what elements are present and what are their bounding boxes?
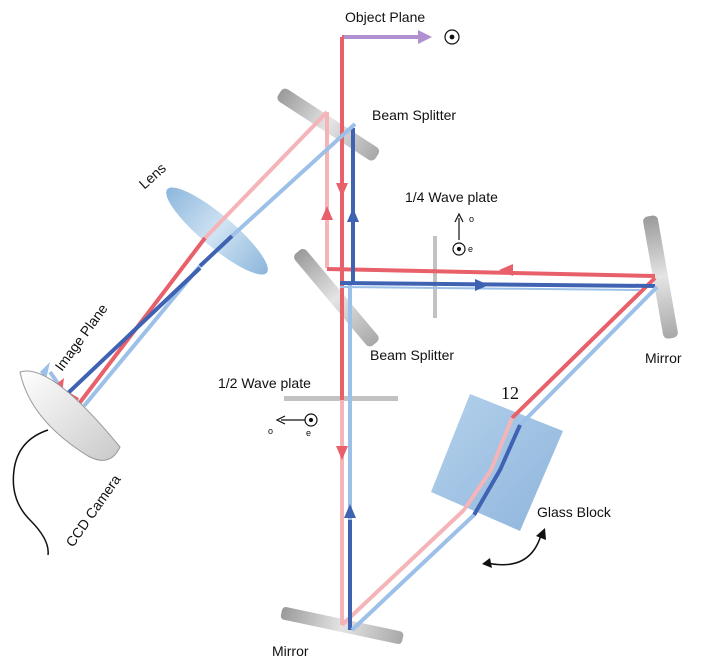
red-arrow-left xyxy=(499,264,513,276)
half-wave-axes xyxy=(275,413,318,427)
red-beam-through-block xyxy=(462,417,514,512)
red-beam-horizontal xyxy=(326,267,656,278)
beam-splitter-middle xyxy=(294,248,379,347)
blue-beam-return xyxy=(339,286,641,291)
label-beam-splitter-middle: Beam Splitter xyxy=(370,347,454,363)
rotation-arrow-icon xyxy=(486,534,542,566)
rotation-arrowhead-left xyxy=(482,558,492,568)
glass-block xyxy=(431,394,563,531)
rotation-arrowhead-right xyxy=(536,528,546,540)
e-axis-circle-icon xyxy=(304,413,318,427)
label-quarter-wave-plate: 1/4 Wave plate xyxy=(405,189,498,205)
object-plane-arrowhead xyxy=(418,30,432,44)
blue-beam-to-camera-dark xyxy=(64,266,202,397)
object-plane-axis xyxy=(444,29,460,45)
label-half-axis-e: e xyxy=(306,428,311,438)
blue-arrow-up-upper xyxy=(347,208,359,222)
red-arrow-down-upper xyxy=(336,183,348,197)
label-mirror-right: Mirror xyxy=(645,350,682,366)
label-quarter-axis-e: e xyxy=(468,244,473,254)
label-half-axis-o: o xyxy=(268,426,273,436)
e-axis-circle-icon xyxy=(452,242,466,256)
red-beam-to-lens xyxy=(203,110,329,240)
blue-beam-to-lens xyxy=(230,122,357,238)
beam-paths xyxy=(48,35,659,632)
mirror-bottom xyxy=(280,607,404,645)
blue-beam-through-block xyxy=(472,424,522,517)
label-block-number: 12 xyxy=(501,383,519,403)
quarter-wave-axes xyxy=(452,212,466,256)
red-beam-to-mirror xyxy=(340,508,466,627)
label-half-wave-plate: 1/2 Wave plate xyxy=(218,375,311,391)
quarter-wave-plate xyxy=(433,236,437,318)
blue-arrow-up-lower xyxy=(344,504,356,518)
blue-beam-through-lens xyxy=(198,234,234,268)
blue-arrow-camera xyxy=(40,362,50,380)
red-beam-to-block xyxy=(510,276,657,420)
label-lens: Lens xyxy=(136,160,169,192)
blue-beam-to-camera xyxy=(82,264,202,408)
ccd-camera xyxy=(19,370,121,461)
label-quarter-axis-o: o xyxy=(469,214,474,224)
red-arrow-down-lower xyxy=(336,446,348,460)
blue-beam-to-mirror xyxy=(350,513,476,632)
label-beam-splitter-top: Beam Splitter xyxy=(372,107,456,123)
label-object-plane: Object Plane xyxy=(345,9,425,25)
lens xyxy=(166,187,268,275)
camera-cable xyxy=(12,429,49,556)
label-ccd-camera: CCD Camera xyxy=(62,472,123,550)
blue-beam-to-block xyxy=(518,285,659,427)
blue-beam-horizontal xyxy=(339,281,656,288)
label-mirror-bottom: Mirror xyxy=(272,643,309,659)
out-of-plane-circle-icon xyxy=(444,29,460,45)
mirror-right xyxy=(643,215,678,339)
label-glass-block: Glass Block xyxy=(537,504,612,520)
blue-arrow-right xyxy=(475,279,489,291)
red-arrow-up xyxy=(321,206,333,220)
